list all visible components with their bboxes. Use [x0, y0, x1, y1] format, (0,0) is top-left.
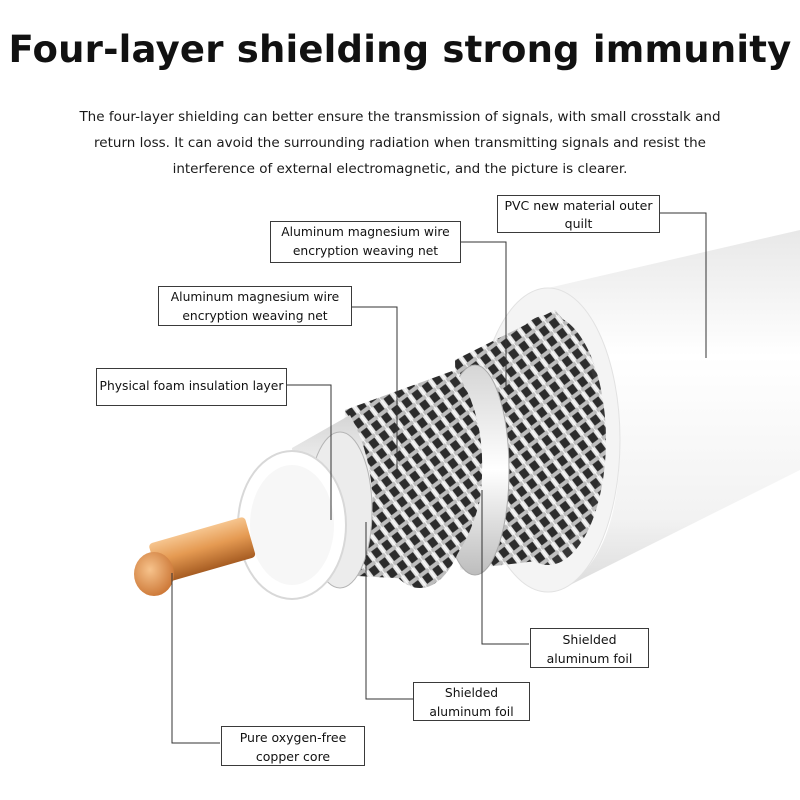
label-outer-foil: Shielded aluminum foil: [530, 628, 649, 668]
copper-core-tip: [134, 552, 174, 596]
label-outer-braid: Aluminum magnesium wire encryption weavi…: [270, 221, 461, 263]
pvc-jacket: [548, 230, 800, 590]
outer-braid-end: [490, 315, 606, 565]
leader-lines: [171, 212, 707, 744]
copper-core: [149, 517, 256, 584]
page-description: The four-layer shielding can better ensu…: [79, 109, 721, 177]
inner-braid-end: [370, 388, 470, 588]
label-pvc-jacket: PVC new material outer quilt: [497, 195, 660, 233]
label-copper-core: Pure oxygen-free copper core: [221, 726, 365, 766]
label-foam-insulation: Physical foam insulation layer: [96, 368, 287, 406]
label-inner-foil: Shielded aluminum foil: [413, 682, 530, 721]
page-title: Four-layer shielding strong immunity: [8, 28, 792, 71]
label-inner-braid: Aluminum magnesium wire encryption weavi…: [158, 286, 352, 326]
